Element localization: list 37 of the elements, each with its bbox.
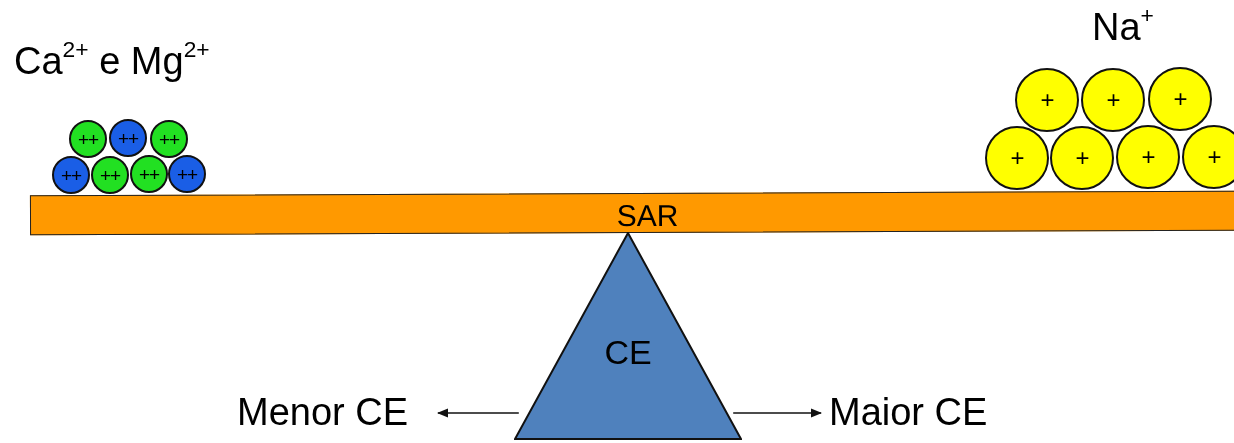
ion-circle [109, 119, 147, 157]
ion-circle [1116, 125, 1180, 189]
ion-circle [1148, 67, 1212, 131]
ion-circle [150, 120, 188, 158]
scale-label: Maior CE [829, 393, 988, 431]
arrow [732, 408, 823, 418]
ion-circle [1015, 68, 1079, 132]
charge-sign: + [1106, 88, 1120, 112]
charge-sign: + [1173, 87, 1187, 111]
ion-label: Na$^{+}$ [1092, 8, 1154, 46]
ion-circle [1081, 68, 1145, 132]
ion-circle [69, 120, 107, 158]
charge-sign: + [1040, 88, 1054, 112]
ion-circle [52, 156, 90, 194]
ion-circle [1182, 125, 1234, 189]
scale-label: Menor CE [237, 393, 409, 431]
charge-sign: + [1075, 146, 1089, 170]
ion-circle [985, 126, 1049, 190]
charge-sign: + [1207, 145, 1221, 169]
ion-circle [91, 156, 129, 194]
charge-sign: ++ [158, 129, 180, 149]
ion-circle [168, 155, 206, 193]
charge-sign: ++ [176, 164, 198, 184]
charge-sign: ++ [138, 164, 160, 184]
ion-circle [1050, 126, 1114, 190]
charge-sign: + [1010, 146, 1024, 170]
charge-sign: ++ [77, 129, 99, 149]
charge-sign: + [1141, 145, 1155, 169]
ion-label: Ca$^{2+}$ e Mg$^{2+}$ [14, 42, 210, 80]
fulcrum-label: CE [603, 335, 653, 369]
balance-beam [29, 190, 1234, 236]
arrow [436, 408, 520, 418]
charge-sign: ++ [117, 128, 139, 148]
ion-circle [130, 155, 168, 193]
beam-label: SAR [616, 200, 679, 232]
charge-sign: ++ [99, 165, 121, 185]
charge-sign: ++ [60, 165, 82, 185]
